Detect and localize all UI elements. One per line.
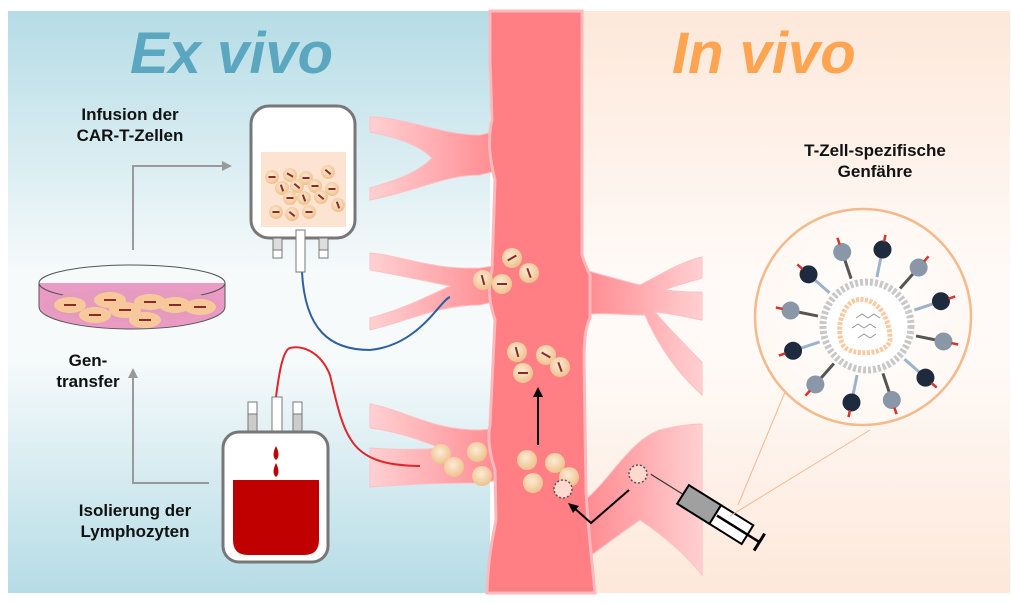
spike-head [806, 375, 825, 394]
binder-tip [948, 295, 956, 300]
car-receptor-mark [526, 267, 532, 279]
spike-head [833, 243, 852, 262]
car-receptor-mark [541, 351, 551, 359]
binder-tip [796, 263, 804, 270]
t-cell [467, 442, 487, 462]
car-receptor-mark [557, 361, 563, 373]
ex-vivo-title: Ex vivo [130, 21, 334, 86]
isolation-label-line2: Lymphozyten [80, 522, 190, 541]
binder-tip [804, 389, 811, 397]
blood-vessel [485, 9, 597, 595]
arrow-head [128, 368, 138, 378]
binder-tip [893, 407, 898, 415]
binder-tip [930, 382, 938, 389]
spike-head [784, 341, 803, 360]
t-cell [431, 444, 451, 464]
spike-head [916, 368, 935, 387]
arrow-dish-to-infusion [132, 165, 225, 250]
isolation-label: Isolierung der Lymphozyten [60, 500, 210, 542]
vector-label-line2: Genfähre [837, 162, 913, 181]
vessel-branches-right [584, 256, 703, 577]
vessel-cells [431, 248, 579, 493]
binder-tip [951, 341, 959, 346]
car-receptor-mark [279, 184, 285, 192]
binder-tip [923, 255, 930, 263]
dish-cells [54, 292, 216, 328]
car-receptor-mark [507, 254, 517, 262]
car-receptor-mark [317, 193, 325, 201]
vector-label: T-Zell-spezifische Genfähre [780, 140, 970, 182]
binder-tip [778, 352, 786, 357]
spike-head [799, 265, 818, 284]
blood-bag [221, 396, 330, 564]
car-receptor-mark [480, 274, 486, 286]
spike-head [781, 301, 800, 320]
car-receptor-mark [514, 346, 520, 358]
spike-head [842, 393, 861, 412]
binder-tip [775, 306, 783, 311]
t-cell [444, 457, 464, 477]
binder-tip [847, 410, 852, 418]
arrow-head [222, 161, 232, 171]
isolation-label-line1: Isolierung der [78, 501, 192, 520]
in-vivo-title: In vivo [672, 21, 856, 86]
car-receptor-mark [324, 168, 332, 176]
gene-vector-zoom [753, 207, 973, 427]
infusion-bag [249, 104, 357, 273]
t-cell [523, 473, 543, 493]
arrow-isolation-to-dish [132, 375, 209, 484]
syringe-icon [650, 473, 766, 552]
zoom-line [737, 379, 791, 506]
bag-cells [265, 165, 345, 221]
spike-head [873, 240, 892, 259]
t-cell [545, 453, 565, 473]
infusion-label: Infusion der CAR-T-Zellen [60, 104, 200, 146]
car-receptor-mark [286, 172, 294, 178]
car-receptor-mark [335, 201, 341, 209]
infusion-label-line1: Infusion der [81, 105, 179, 124]
gene-transfer-label-line1: Gen- [68, 351, 108, 370]
gene-transfer-label: Gen- transfer [48, 350, 128, 392]
infusion-label-line2: CAR-T-Zellen [76, 126, 184, 145]
car-receptor-mark [288, 210, 296, 218]
vector-surface-proteins [775, 234, 959, 418]
vector-rna [851, 313, 881, 339]
collection-tube [274, 346, 421, 467]
car-receptor-mark [293, 182, 301, 190]
infusion-tube [301, 271, 451, 352]
vessel-branches-left [369, 116, 501, 488]
blood-fill [233, 480, 319, 555]
process-arrows [128, 161, 232, 484]
spike-head [931, 292, 950, 311]
blood-drop [273, 463, 279, 477]
blood-drop [273, 446, 279, 460]
spike-head [909, 258, 928, 277]
gene-transfer-label-line2: transfer [56, 372, 120, 391]
vector-capsid [837, 297, 893, 356]
petri-dish [38, 264, 226, 330]
spike-head [882, 390, 901, 409]
binder-tip [836, 237, 841, 245]
binder-tip [882, 234, 887, 242]
zoom-line [729, 429, 871, 517]
car-receptor-mark [301, 194, 307, 202]
vector-label-line1: T-Zell-spezifische [804, 141, 946, 160]
migration-arrows [533, 387, 630, 525]
t-cell [472, 466, 492, 486]
viral-vector-small [553, 464, 648, 499]
spike-head [934, 332, 953, 351]
t-cell [517, 450, 537, 470]
